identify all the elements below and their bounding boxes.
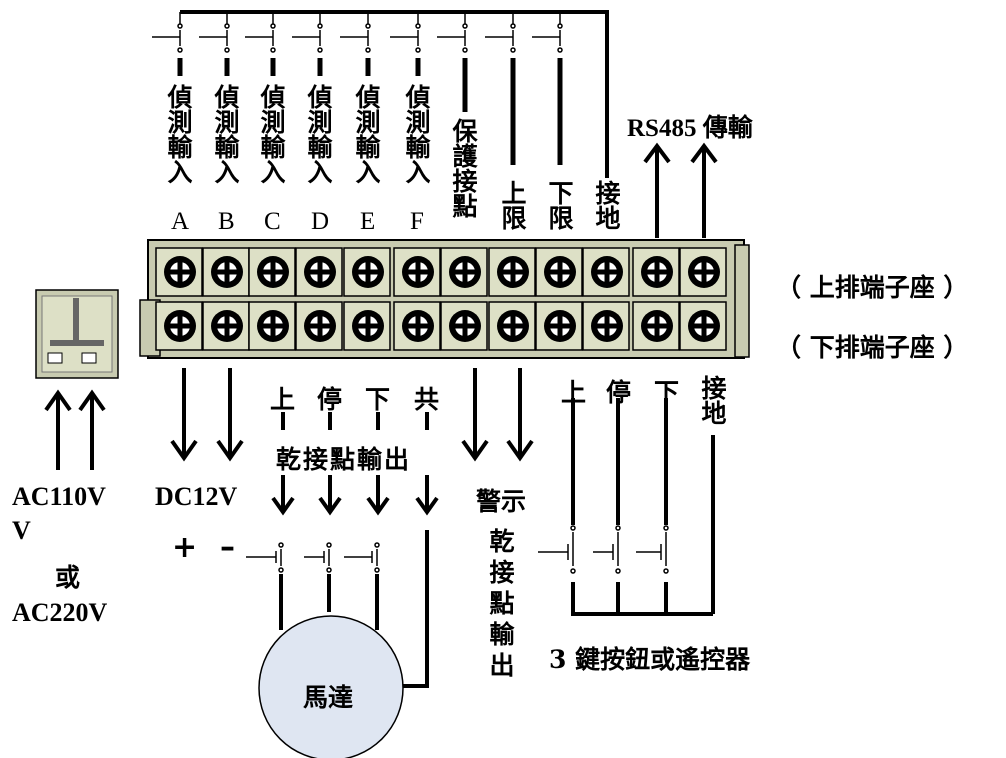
plus-label: +	[172, 530, 198, 565]
input-letter-d: D	[311, 208, 330, 235]
top-bus	[180, 10, 609, 178]
rs485-label: RS485 傳輸	[627, 115, 753, 142]
input-label-e: 偵測輸入	[352, 84, 381, 184]
upper-terminal-screw	[535, 247, 583, 297]
terminal-screws	[155, 247, 727, 351]
upper-terminal-screw	[295, 247, 343, 297]
lower-terminal-screw	[248, 301, 296, 351]
upper-terminal-screw	[393, 247, 441, 297]
button-wires	[571, 398, 715, 616]
top-drops	[177, 58, 563, 165]
lower-terminal-screw	[295, 301, 343, 351]
power-ac220-label: AC220V	[12, 598, 108, 627]
upper-terminal-screw	[582, 247, 630, 297]
relay-stubs	[281, 412, 429, 430]
upper-terminal-screw	[632, 247, 680, 297]
input-label-d: 偵測輸入	[304, 84, 333, 184]
input-letter-b: B	[218, 208, 235, 235]
relay-common-label: 共	[414, 385, 440, 414]
lower-terminal-screw	[393, 301, 441, 351]
lower-terminal-screw	[440, 301, 488, 351]
dry-contact-output-label: 乾接點輸出	[276, 445, 412, 474]
upper-limit-label: 上限	[498, 180, 527, 230]
upper-terminal-screw	[202, 247, 250, 297]
input-letter-a: A	[171, 208, 190, 235]
relay-down-label: 下	[365, 385, 391, 414]
relay-stop-label: 停	[317, 385, 343, 414]
upper-terminal-screw	[155, 247, 203, 297]
input-letter-f: F	[410, 208, 424, 235]
input-label-a: 偵測輸入	[164, 84, 193, 184]
dc12v-label: DC12V	[155, 482, 238, 511]
upper-terminal-screw	[679, 247, 727, 297]
rs485-arrows	[643, 142, 718, 238]
input-letter-c: C	[264, 208, 281, 235]
power-ac110-label: AC110V	[12, 482, 106, 511]
alarm-label: 警示	[476, 487, 527, 516]
button-stop-label: 停	[606, 378, 632, 407]
power-v-label: V	[12, 516, 31, 545]
upper-terminal-screw	[343, 247, 391, 297]
lower-terminal-screw	[679, 301, 727, 351]
ac-arrows	[44, 389, 106, 470]
button-up-label: 上	[561, 378, 587, 407]
button-ground-label: 接地	[698, 375, 727, 425]
upper-terminal-screw	[248, 247, 296, 297]
button-switches	[538, 525, 669, 574]
upper-terminal-screw	[488, 247, 536, 297]
upper-terminal-screw	[440, 247, 488, 297]
ground-top-label: 接地	[592, 180, 621, 230]
protect-label: 保護接點	[449, 118, 478, 218]
input-letter-e: E	[360, 208, 376, 235]
motor-circle	[258, 615, 404, 758]
alarm-dry-output-label: 乾接點輸出	[486, 528, 515, 683]
motor-switches	[246, 542, 380, 573]
lower-terminal-screw	[202, 301, 250, 351]
lower-terminal-screw	[343, 301, 391, 351]
lower-terminal-screw	[582, 301, 630, 351]
power-socket	[35, 289, 119, 379]
lower-limit-label: 下限	[545, 180, 574, 230]
relay-up-label: 上	[270, 385, 296, 414]
motor-wires	[279, 530, 429, 688]
lower-row-label: （ 下排端子座 ）	[776, 333, 969, 362]
motor-label: 馬達	[303, 683, 354, 712]
button-down-label: 下	[654, 378, 680, 407]
input-label-f: 偵測輸入	[402, 84, 431, 184]
lower-terminal-screw	[632, 301, 680, 351]
lower-terminal-screw	[535, 301, 583, 351]
top-switches	[152, 12, 563, 53]
power-or-label: 或	[55, 563, 81, 592]
lower-terminal-screw	[488, 301, 536, 351]
dc-arrows	[170, 368, 244, 462]
alarm-arrows	[461, 368, 534, 462]
lower-terminal-screw	[155, 301, 203, 351]
minus-label: –	[220, 530, 235, 565]
relay-arrows	[271, 475, 439, 516]
upper-row-label: （ 上排端子座 ）	[776, 273, 969, 302]
remote-label: 3 鍵按鈕或遙控器	[549, 645, 751, 674]
input-label-c: 偵測輸入	[257, 84, 286, 184]
input-label-b: 偵測輸入	[211, 84, 240, 184]
